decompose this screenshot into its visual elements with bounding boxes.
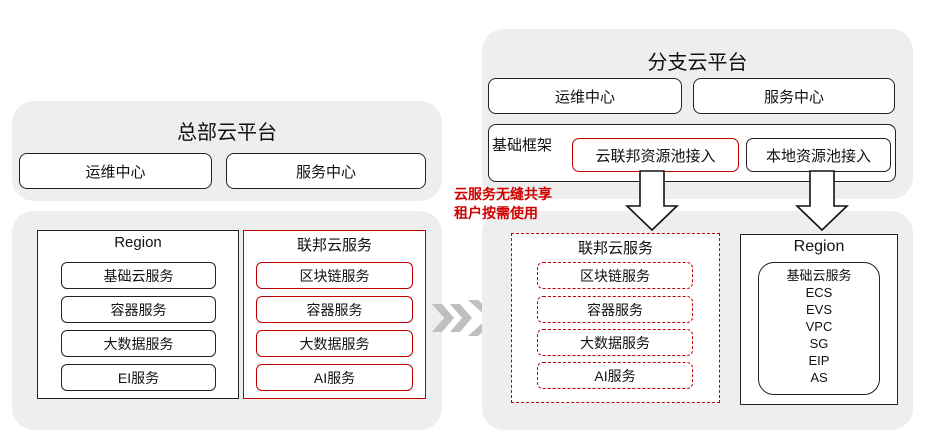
branch-federated-item: 大数据服务 [537,329,693,356]
hq-federated-item: 区块链服务 [256,262,413,289]
basic-service-item: VPC [805,319,833,334]
hq-service-center: 服务中心 [226,153,426,189]
basic-service-item: EVS [805,302,832,317]
basic-services-title: 基础云服务 [786,268,852,283]
branch-federated-item: 容器服务 [537,296,693,323]
branch-federated-title: 联邦云服务 [577,240,653,257]
note-line-2: 租户按需使用 [454,205,538,221]
basic-service-item: ECS [805,285,833,300]
down-arrow-federated [625,170,679,232]
branch-federated-item: AI服务 [537,362,693,389]
branch-service-center: 服务中心 [693,78,895,114]
branch-basic-services-list: 基础云服务 ECS EVS VPC SG EIP AS [758,267,880,386]
branch-federated-item: 区块链服务 [537,262,693,289]
hq-region-title: Region [114,234,162,251]
branch-basic-services-box [758,262,880,395]
basic-service-item: EIP [808,353,830,368]
branch-framework-label: 基础框架 [492,137,553,154]
hq-region-item: 容器服务 [61,296,216,323]
down-arrow-local [795,170,849,232]
basic-service-item: SG [809,336,829,351]
hq-region-item: 大数据服务 [61,330,216,357]
basic-service-item: AS [810,370,828,385]
branch-ops-center: 运维中心 [488,78,682,114]
branch-title: 分支云平台 [647,52,748,74]
hq-ops-center: 运维中心 [19,153,212,189]
federated-pool-access: 云联邦资源池接入 [572,138,739,172]
hq-federated-item: 大数据服务 [256,330,413,357]
hq-title: 总部云平台 [177,122,277,144]
hq-federated-title: 联邦云服务 [296,237,372,254]
note-line-1: 云服务无缝共享 [454,186,552,202]
hq-federated-item: AI服务 [256,364,413,391]
local-pool-access: 本地资源池接入 [746,138,891,172]
branch-region-title: Region [793,238,845,255]
hq-region-item: 基础云服务 [61,262,216,289]
hq-federated-item: 容器服务 [256,296,413,323]
hq-region-item: EI服务 [61,364,216,391]
